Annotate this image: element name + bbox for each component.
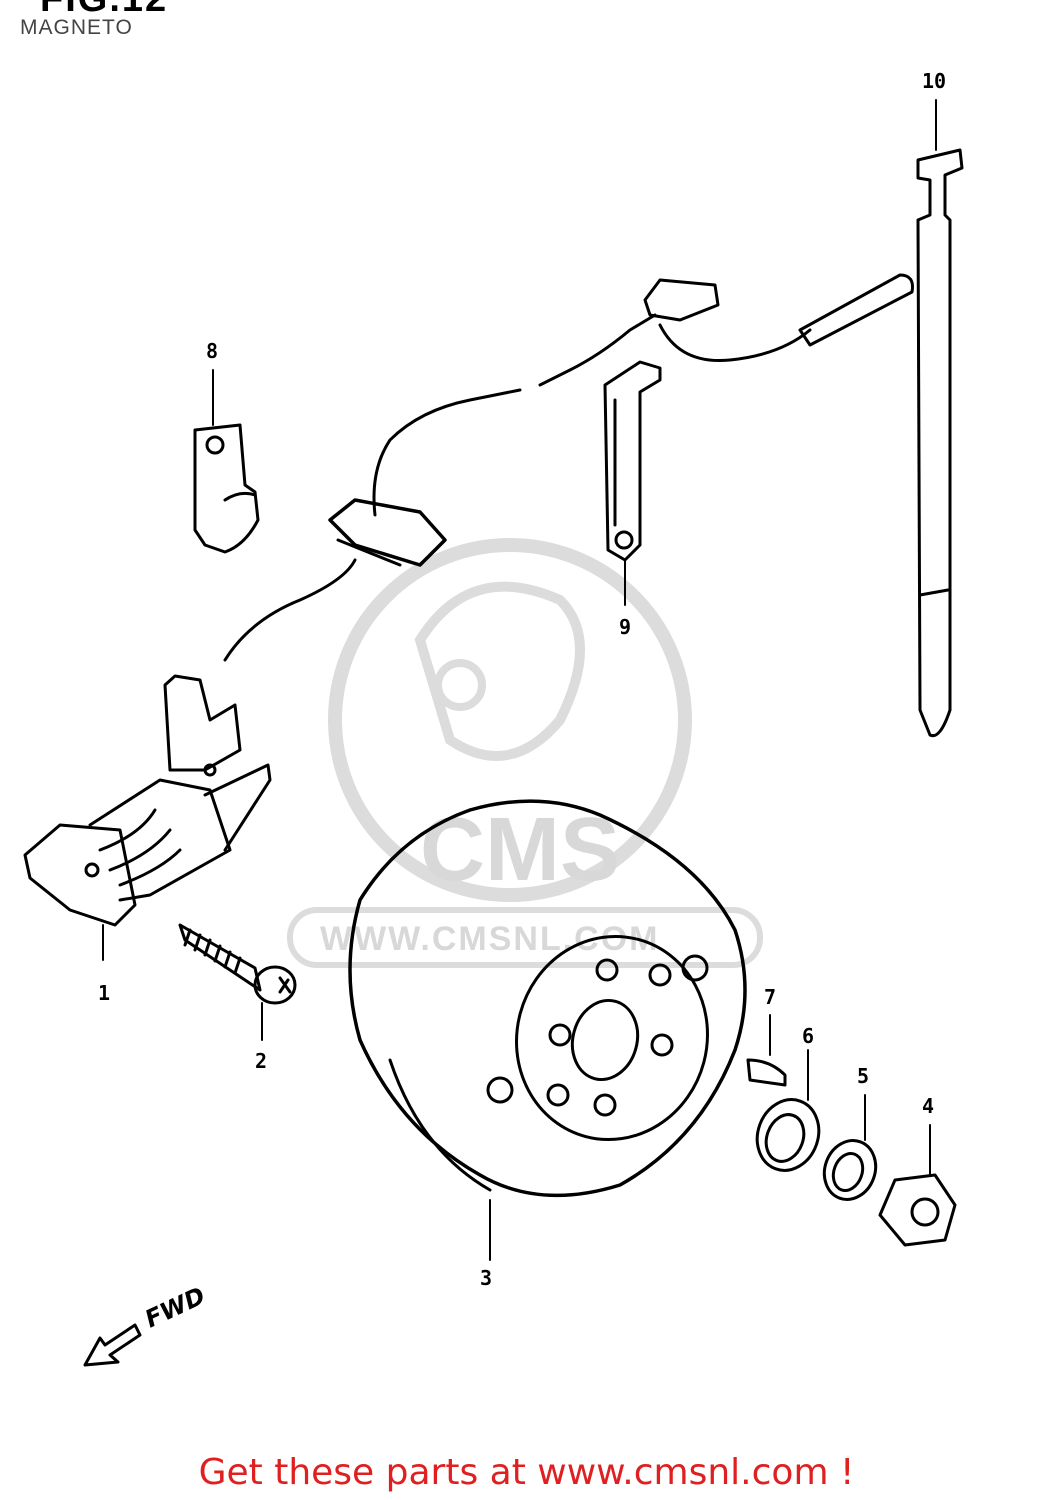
label-part-6: 6 xyxy=(802,1024,814,1048)
label-part-3: 3 xyxy=(480,1266,492,1290)
label-part-9: 9 xyxy=(619,615,631,639)
figure-subtitle: MAGNETO xyxy=(20,16,133,39)
label-part-1: 1 xyxy=(98,981,110,1005)
label-part-10: 10 xyxy=(922,69,946,93)
band-10 xyxy=(916,148,964,738)
lock-washer-5 xyxy=(822,1139,878,1201)
wire-harness xyxy=(223,558,357,662)
pulser-coil xyxy=(23,674,272,927)
flywheel-rotor xyxy=(348,799,747,1198)
bullet-terminal xyxy=(798,273,914,347)
label-part-8: 8 xyxy=(206,339,218,363)
label-part-5: 5 xyxy=(857,1064,869,1088)
bolt-2 xyxy=(178,923,297,1005)
woodruff-key xyxy=(746,1058,787,1087)
label-part-2: 2 xyxy=(255,1049,267,1073)
clamp-9 xyxy=(603,360,662,562)
promo-link[interactable]: Get these parts at www.cmsnl.com ! xyxy=(198,1452,855,1493)
grommet xyxy=(328,498,447,567)
figure-title: FIG.12 xyxy=(40,0,168,21)
watermark-logo: CMS xyxy=(420,800,620,900)
nut-4 xyxy=(878,1173,957,1247)
connector xyxy=(643,278,720,322)
fwd-label: FWD xyxy=(141,1282,210,1334)
label-part-7: 7 xyxy=(764,985,776,1009)
washer-6 xyxy=(755,1098,821,1172)
watermark-url: WWW.CMSNL.COM xyxy=(320,920,660,958)
fwd-arrow xyxy=(83,1323,142,1367)
clamp-8 xyxy=(193,423,260,554)
parts-diagram: CMS WWW.CMSNL.COM xyxy=(23,69,964,1367)
label-part-4: 4 xyxy=(922,1094,934,1118)
